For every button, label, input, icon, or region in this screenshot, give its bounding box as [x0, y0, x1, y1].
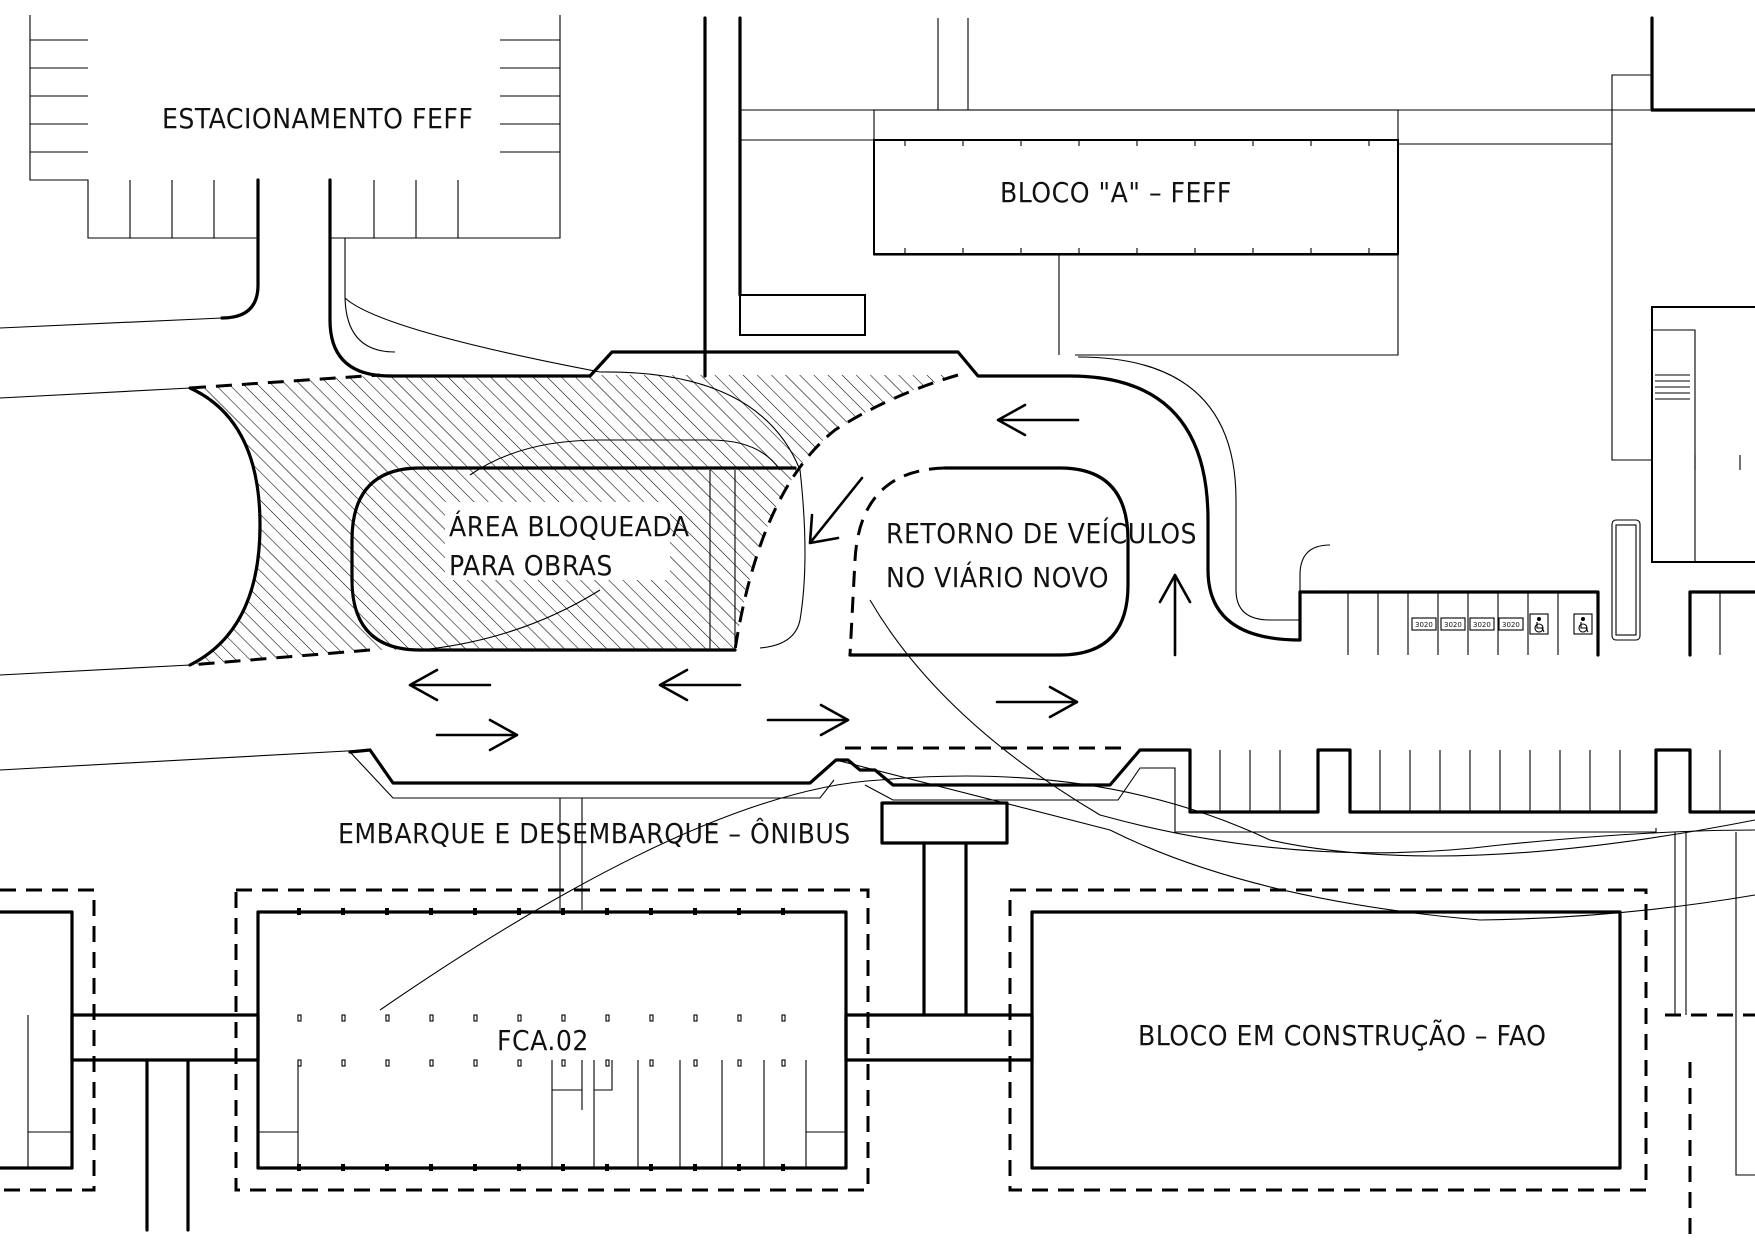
parking-feff-label: ESTACIONAMENTO FEFF — [162, 102, 473, 135]
traffic-direction-arrow-icon — [996, 403, 1080, 437]
bloco-fao-label: BLOCO EM CONSTRUÇÃO – FAO — [1138, 1019, 1547, 1052]
blocked-area-label-line1: ÁREA BLOQUEADA — [449, 509, 690, 543]
traffic-direction-arrow-icon — [1158, 573, 1192, 657]
main-road: 3020 3020 3020 3020 — [0, 350, 1755, 833]
traffic-direction-arrow-icon — [766, 703, 850, 737]
traffic-direction-arrow-icon — [808, 476, 864, 545]
right-building — [1611, 306, 1755, 641]
traffic-arrows — [408, 403, 1192, 752]
parking-feff — [0, 15, 561, 378]
fca-02-label: FCA.02 — [497, 1024, 589, 1057]
vehicle-return-label-line1: RETORNO DE VEÍCULOS — [886, 516, 1197, 550]
parking-tag: 3020 — [1444, 621, 1462, 629]
parking-tag: 3020 — [1502, 621, 1520, 629]
bus-boarding-label: EMBARQUE E DESEMBARQUE – ÔNIBUS — [338, 816, 851, 850]
accessible-parking-icon — [1529, 613, 1549, 635]
parking-tag: 3020 — [1473, 621, 1491, 629]
fca-02-building — [0, 888, 1034, 1232]
vehicle-return-label-line2: NO VIÁRIO NOVO — [886, 560, 1109, 594]
parking-tag: 3020 — [1415, 621, 1433, 629]
bloco-fao-building — [1008, 832, 1755, 1240]
bloco-a-label: BLOCO "A" – FEFF — [1000, 176, 1232, 209]
blocked-area-label-line2: PARA OBRAS — [449, 549, 613, 582]
bloco-a-building — [873, 16, 1755, 461]
contour-lines — [344, 297, 1755, 1011]
return-loop-island — [848, 466, 1130, 657]
bus-stop — [559, 798, 1009, 1017]
traffic-direction-arrow-icon — [995, 685, 1079, 719]
traffic-direction-arrow-icon — [435, 718, 519, 752]
traffic-direction-arrow-icon — [408, 668, 492, 702]
accessible-parking-icon — [1573, 613, 1593, 635]
traffic-direction-arrow-icon — [658, 668, 742, 702]
blocked-island — [350, 466, 797, 652]
